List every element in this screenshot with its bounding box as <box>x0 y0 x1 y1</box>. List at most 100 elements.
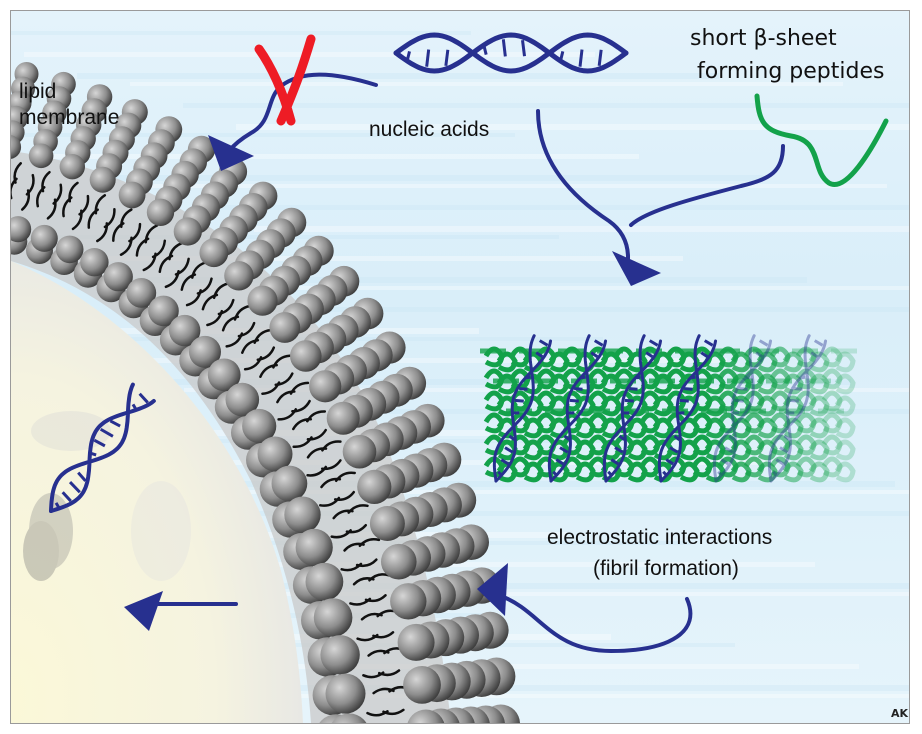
base-pair <box>563 434 571 441</box>
fibril-peptide <box>782 395 804 417</box>
base-pair <box>90 451 97 457</box>
fibril-nucleic-acid <box>547 334 608 483</box>
base-pair <box>138 392 149 404</box>
merge-arrow-head <box>612 251 661 286</box>
helix-strand <box>549 339 608 483</box>
water-streak <box>220 592 909 596</box>
base-pair <box>569 398 579 403</box>
red-x-icon <box>254 34 316 126</box>
lipid-head <box>331 713 367 723</box>
label-lipid-membrane-2: membrane <box>19 106 120 129</box>
lipid-tail <box>377 669 401 677</box>
blocked-pathway <box>208 34 378 171</box>
fibril-peptide <box>834 395 856 417</box>
lipid-head <box>28 143 54 169</box>
lipid-head <box>325 673 366 714</box>
fibril-peptide <box>795 368 817 390</box>
base-pair <box>700 351 709 359</box>
lipid-tail <box>306 410 327 423</box>
water-streak <box>236 124 909 130</box>
lipid-tail <box>333 490 356 501</box>
water-streak <box>113 277 807 283</box>
lipid-head <box>247 285 278 316</box>
water-streak <box>114 562 815 567</box>
base-pair <box>99 427 114 438</box>
lipid-tail <box>345 523 368 534</box>
fibril <box>480 334 857 483</box>
base-pair <box>789 398 799 403</box>
base-pair <box>755 351 764 359</box>
uptake-arrow <box>477 563 693 654</box>
base-pair <box>624 398 634 403</box>
base-pair <box>131 403 138 410</box>
base-pair <box>679 398 689 403</box>
base-pair <box>801 375 806 380</box>
helix-strand <box>769 339 828 483</box>
base-pair <box>645 351 654 359</box>
base-pair <box>501 39 507 57</box>
fibril-peptide <box>808 439 830 461</box>
water-streak <box>184 388 909 392</box>
lipid-tail <box>120 208 133 229</box>
water-streak <box>202 490 909 494</box>
base-pair <box>662 470 668 476</box>
lipid-tail <box>191 261 207 279</box>
fibril-peptide <box>808 461 830 483</box>
lipid-head <box>146 198 175 226</box>
label-fibril-formation: (fibril formation) <box>593 557 739 580</box>
base-pair <box>93 438 106 448</box>
lipid-tail <box>151 239 167 259</box>
water-streak <box>11 31 471 35</box>
base-pair <box>535 351 544 359</box>
helix-strand <box>49 382 135 513</box>
fibril-peptide <box>821 390 843 412</box>
base-pair <box>623 411 630 415</box>
base-pair <box>54 502 61 509</box>
lipid-head <box>257 436 293 472</box>
water-streak <box>167 583 909 589</box>
lipid-tail <box>212 282 230 300</box>
water-streak <box>183 103 909 108</box>
lipid-head <box>305 562 344 601</box>
base-pair <box>610 458 620 466</box>
water-streak <box>255 511 909 516</box>
lipid-heads-inner-leaflet <box>11 216 367 723</box>
base-pair <box>61 491 72 503</box>
base-pair <box>788 411 795 415</box>
lipid-tail <box>13 162 22 184</box>
base-pair <box>559 446 569 454</box>
internal-arrow <box>124 591 238 631</box>
water-streak <box>238 694 909 698</box>
lipid-tail <box>174 257 190 276</box>
water-streak <box>131 379 851 385</box>
water-streak <box>95 175 763 181</box>
fibril-nucleic-acid <box>657 334 718 483</box>
blocked-arrow-head <box>208 135 254 171</box>
lipid-head <box>242 408 277 444</box>
blocked-arrow-shaft <box>227 72 378 153</box>
lipid-head <box>369 506 405 541</box>
base-pair <box>607 470 613 476</box>
base-pair <box>109 419 121 428</box>
base-pair <box>779 446 789 454</box>
base-pair <box>673 434 681 441</box>
water-streak <box>77 73 719 79</box>
base-pair <box>733 411 740 415</box>
label-lipid-membrane-1: lipid <box>19 80 57 103</box>
base-pair <box>810 351 819 359</box>
lipid-tail <box>382 708 405 716</box>
label-peptides-2: forming peptides <box>697 59 885 84</box>
base-pair <box>68 481 81 494</box>
lipid-head <box>326 401 360 435</box>
helix-strand <box>492 334 536 483</box>
fibril-peptide <box>834 417 856 439</box>
lipid-tail <box>25 173 35 196</box>
fibril-peptide <box>834 461 856 483</box>
water-streak <box>254 226 909 232</box>
fibril-nucleic-acid <box>602 334 663 483</box>
helix-strand <box>393 32 629 74</box>
fibril-peptide <box>821 434 843 456</box>
lipid-tail <box>233 304 252 321</box>
lipid-tail <box>253 328 272 344</box>
base-pair <box>568 411 575 415</box>
